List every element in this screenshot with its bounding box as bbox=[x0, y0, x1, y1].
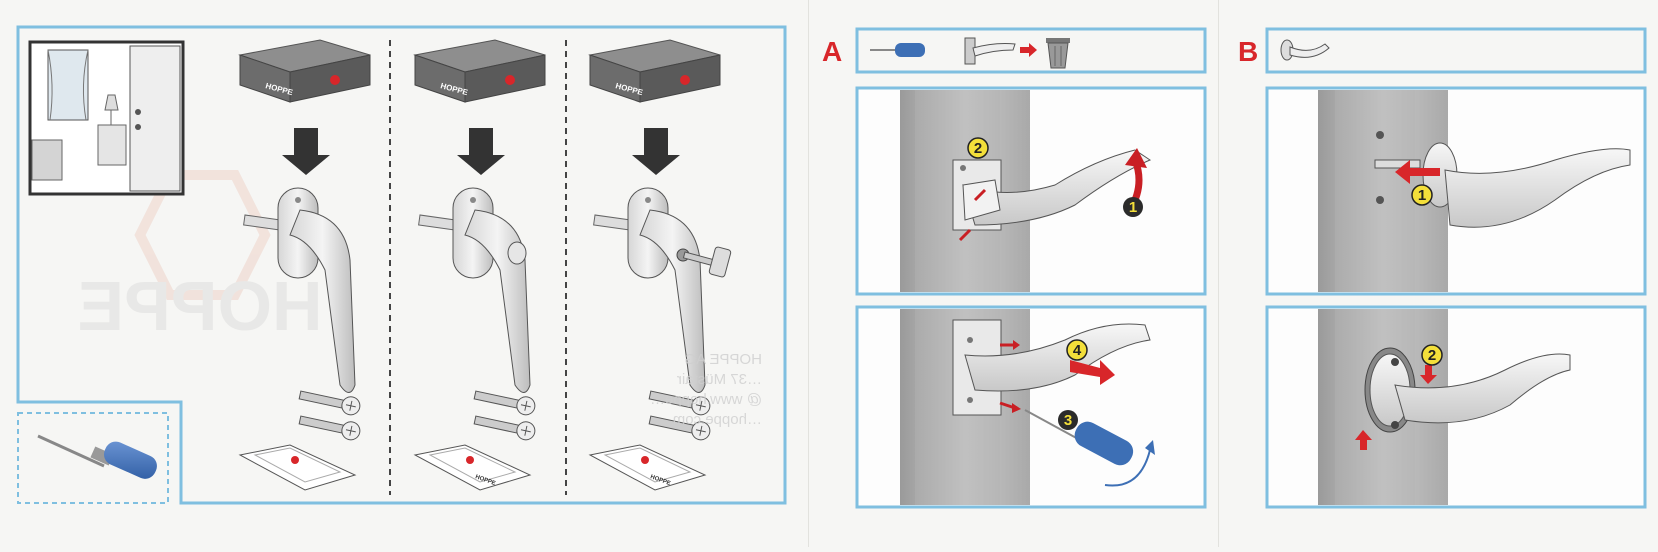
screwdriver-icon bbox=[1024, 409, 1134, 466]
svg-text:1: 1 bbox=[1418, 187, 1426, 204]
step-badge-2: 2 bbox=[967, 137, 989, 159]
section-a-letter: A bbox=[822, 36, 843, 67]
contents-panel: HOPPE bbox=[0, 0, 800, 547]
down-arrow-icon bbox=[632, 128, 680, 175]
step-badge-3: 3 bbox=[1058, 410, 1078, 430]
variant-standard: HOPPE bbox=[238, 39, 371, 491]
room-illustration bbox=[28, 40, 185, 196]
down-arrow-icon bbox=[1420, 365, 1437, 384]
new-handle-icon bbox=[1280, 39, 1330, 61]
variant-key-lock: HOPPE bbox=[588, 39, 732, 491]
arrow-right-icon bbox=[1020, 43, 1037, 57]
product-box: HOPPE bbox=[588, 39, 721, 103]
watermark-text: HOPPE bbox=[77, 267, 322, 345]
screws bbox=[298, 390, 361, 441]
section-a-panel: 2 1 bbox=[815, 0, 1215, 547]
product-box: HOPPE bbox=[238, 39, 371, 103]
push-button-icon bbox=[507, 241, 527, 265]
section-b-letter: B bbox=[1238, 36, 1259, 67]
fold-line bbox=[1218, 0, 1219, 547]
svg-text:3: 3 bbox=[1064, 412, 1072, 429]
section-a-illustration: 2 1 bbox=[855, 27, 1207, 509]
window-handle bbox=[243, 187, 356, 393]
spindle bbox=[1374, 159, 1421, 169]
svg-text:2: 2 bbox=[974, 140, 982, 157]
show-through-text: HOPPE AG …37 Müstair @ www.hoppe… …hoppe… bbox=[650, 351, 762, 428]
trash-bin-icon bbox=[1046, 38, 1070, 69]
product-box: HOPPE bbox=[413, 39, 546, 103]
old-handle bbox=[952, 319, 1151, 416]
screwdriver-icon bbox=[870, 43, 925, 57]
down-arrow-icon bbox=[457, 128, 505, 175]
section-b-header bbox=[1265, 27, 1647, 74]
section-a-header bbox=[855, 27, 1207, 74]
svg-text:4: 4 bbox=[1073, 342, 1082, 359]
new-handle bbox=[1364, 347, 1571, 433]
rotate-arrow-icon bbox=[1104, 449, 1151, 487]
step-badge-1: 1 bbox=[1411, 184, 1433, 206]
push-in-arrow bbox=[1395, 160, 1440, 184]
section-b-panel: 1 2 bbox=[1225, 0, 1658, 547]
window-handle bbox=[418, 187, 531, 393]
variant-push-button: HOPPE bbox=[413, 39, 546, 491]
window-handle bbox=[593, 187, 732, 393]
contents-frame bbox=[16, 25, 787, 505]
old-handle bbox=[952, 149, 1152, 231]
screws bbox=[473, 390, 536, 441]
svg-text:2: 2 bbox=[1428, 347, 1436, 364]
contents-illustration: HOPPE bbox=[16, 25, 787, 505]
tool-inset bbox=[17, 412, 169, 504]
instruction-leaflet: HOPPE bbox=[413, 444, 532, 491]
section-b-illustration: 1 2 bbox=[1265, 27, 1647, 509]
watermark-logo: HOPPE bbox=[77, 170, 323, 345]
down-arrow-icon bbox=[282, 128, 330, 175]
step-badge-1: 1 bbox=[1123, 197, 1143, 217]
instruction-leaflet: HOPPE bbox=[588, 444, 707, 491]
screws bbox=[648, 390, 711, 441]
old-handle-icon bbox=[964, 37, 1016, 65]
up-arrow-icon bbox=[1355, 430, 1372, 450]
fold-line bbox=[808, 0, 809, 547]
step-badge-2: 2 bbox=[1421, 344, 1443, 366]
step-badge-4: 4 bbox=[1066, 339, 1088, 361]
svg-text:1: 1 bbox=[1129, 199, 1137, 216]
pull-out-arrow bbox=[1070, 360, 1115, 385]
instruction-leaflet bbox=[238, 444, 357, 491]
screwdriver-icon bbox=[37, 434, 157, 479]
key-icon bbox=[676, 246, 732, 278]
